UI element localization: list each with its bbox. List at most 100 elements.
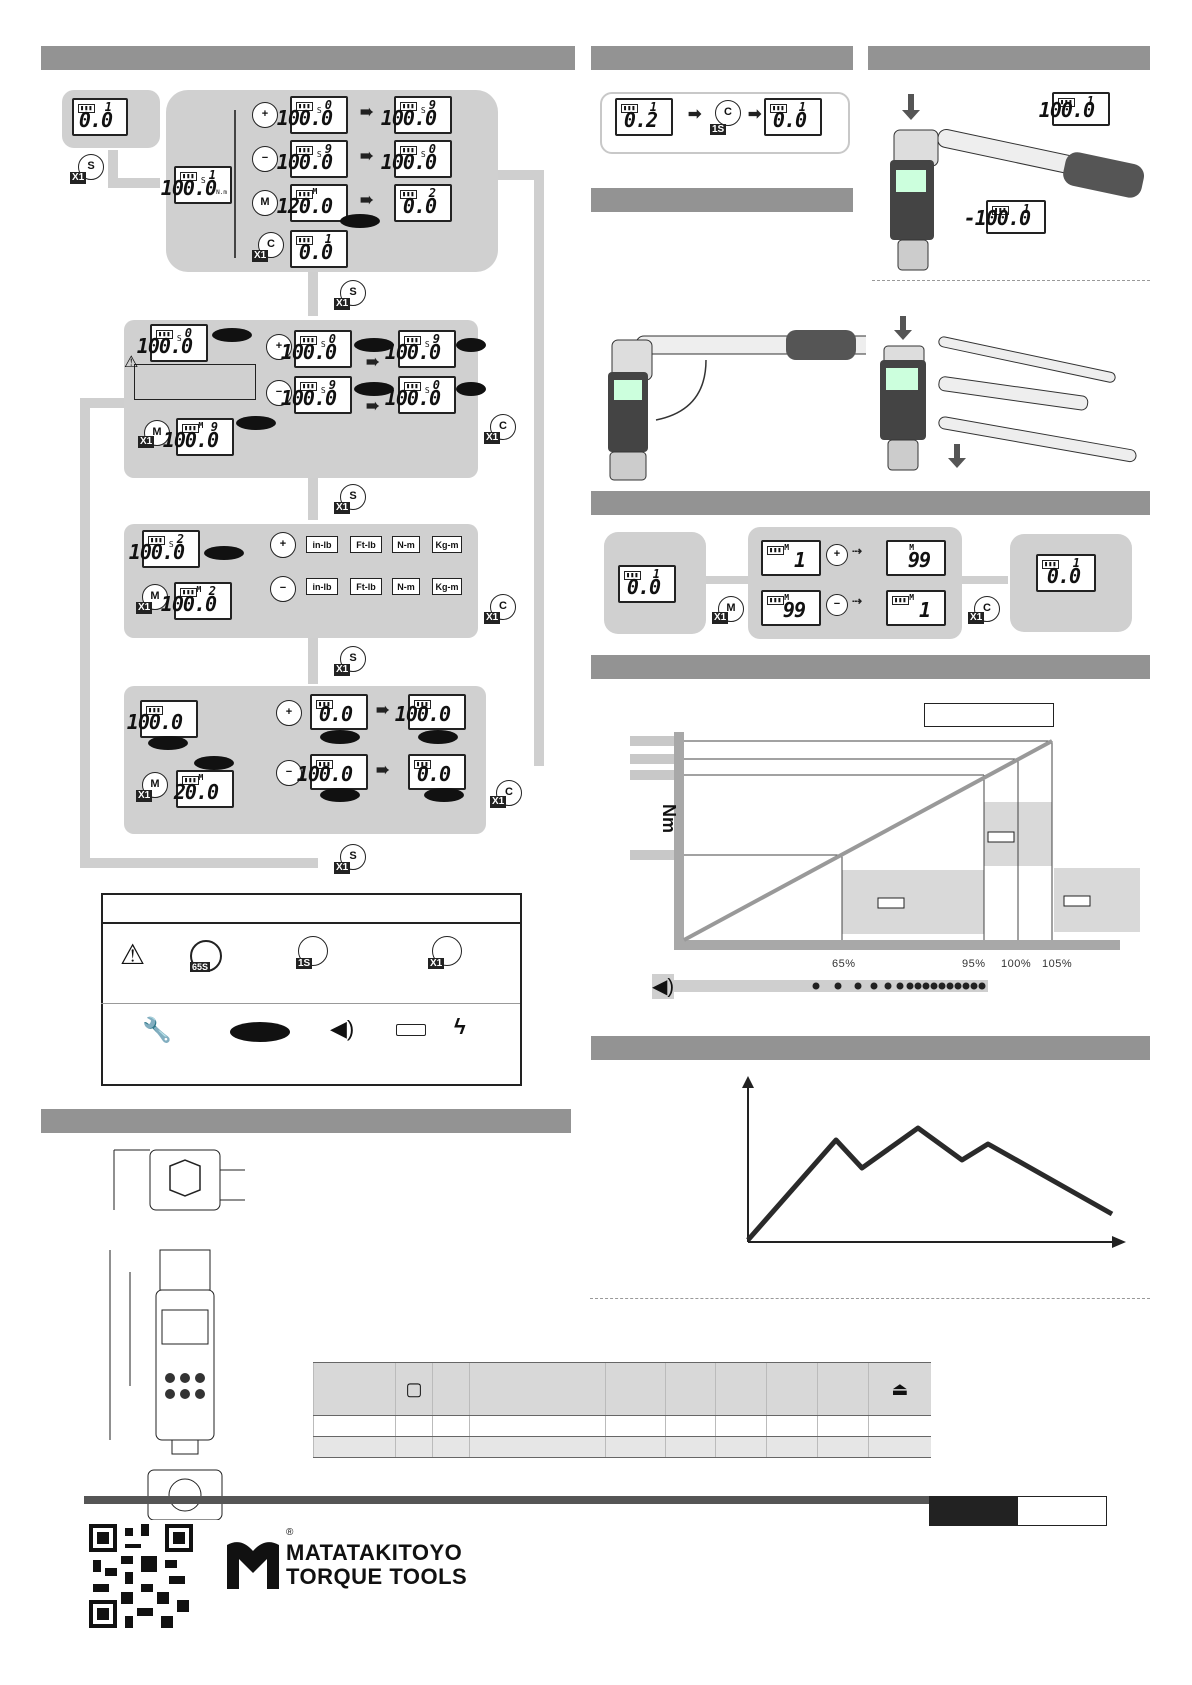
warning-icon: ⚠	[120, 939, 146, 970]
unit-in-lb: in-lb	[306, 578, 338, 595]
clear-button[interactable]: C	[715, 100, 741, 126]
lcd-step4-minus: ▮▮▮100.0	[297, 754, 368, 790]
plus-button[interactable]: +	[270, 532, 296, 558]
dimension-drawing	[109, 1149, 245, 1520]
return-line	[534, 170, 544, 766]
section-header-zero	[868, 46, 1150, 70]
flash-burst-icon	[148, 736, 188, 750]
plus-button[interactable]: +	[826, 544, 848, 566]
arrow-right: ➡	[688, 106, 702, 123]
flow-arrow	[108, 150, 118, 182]
footer-tab-dark	[929, 1496, 1017, 1526]
wrench-hand-icon: 🔧	[142, 1017, 172, 1044]
arrow-right: ⇢	[852, 544, 863, 558]
flow-arrow	[706, 576, 748, 584]
press-once-badge: X1	[968, 612, 985, 624]
press-once-badge: X1	[334, 862, 351, 874]
flow-connector	[308, 638, 318, 684]
press-once-badge: X1	[70, 172, 87, 184]
buzzer-icon: ◀)	[330, 1016, 355, 1041]
plus-button[interactable]: +	[252, 102, 278, 128]
warning-note-box	[134, 364, 256, 400]
return-line	[498, 170, 538, 180]
flash-burst-icon	[236, 416, 276, 430]
torque-adapter-wrench-image	[608, 330, 866, 481]
lcd-index: 1	[104, 100, 112, 114]
section-header-peak	[591, 1036, 1150, 1060]
buzzer-beeps	[812, 982, 986, 990]
flash-burst-icon	[194, 756, 234, 770]
vibration-icon: ϟ	[454, 1014, 466, 1039]
press-once-badge: X1	[712, 612, 729, 624]
alarm-chart	[630, 732, 1140, 950]
spec-table: ▢ ⏏	[313, 1362, 931, 1458]
clear-button[interactable]: C	[496, 780, 522, 806]
flash-burst-icon	[320, 788, 360, 802]
memory-button[interactable]: M	[252, 190, 278, 216]
plus-button[interactable]: +	[276, 700, 302, 726]
zero-check-wrench-image	[890, 94, 1145, 271]
footer-tab-light	[1017, 1496, 1107, 1526]
warning-icon: ⚠	[124, 354, 139, 371]
minus-button[interactable]: −	[270, 576, 296, 602]
press-once-badge: X1	[490, 796, 507, 808]
set-button[interactable]: S	[340, 844, 366, 870]
minus-button[interactable]: −	[266, 380, 292, 406]
flash-burst-icon	[320, 730, 360, 744]
arrow-right: ➠	[376, 702, 390, 719]
x-tick-105: 105%	[1042, 958, 1073, 970]
plus-button[interactable]: +	[266, 334, 292, 360]
dashed-divider	[872, 280, 1150, 281]
peak-chart	[742, 1076, 1126, 1248]
weight-icon: ⏏	[867, 1362, 931, 1416]
x-tick-65: 65%	[832, 958, 856, 970]
adapter-tools-image	[880, 316, 1137, 471]
press-once-badge: X1	[136, 602, 153, 614]
legend-divider	[101, 1003, 520, 1004]
hold-label: 1S	[710, 124, 727, 135]
arrow-right: ➠	[360, 148, 374, 165]
section-header-reset	[591, 46, 853, 70]
minus-button[interactable]: −	[276, 760, 302, 786]
press-once-badge: X1	[484, 432, 501, 444]
arrow-right: ➡	[748, 106, 762, 123]
press-once-badge: X1	[252, 250, 269, 262]
press-once-label: X1	[428, 958, 445, 969]
footer-bar	[84, 1496, 930, 1504]
unit-ft-lb: Ft-lb	[350, 578, 382, 595]
flash-burst-icon	[418, 730, 458, 744]
registered-mark: ®	[286, 1527, 294, 1538]
unit-n-m: N-m	[392, 536, 420, 553]
section-header-angle	[591, 188, 853, 212]
unit-n-m: N-m	[392, 578, 420, 595]
spec-header-cell	[816, 1362, 869, 1416]
unit-in-lb: in-lb	[306, 536, 338, 553]
lcd-step4-plus-after: ▮▮▮100.0	[395, 694, 466, 730]
press-once-icon	[432, 936, 462, 966]
lcd-zero-negative: ▮▮▮1-100.0	[964, 200, 1046, 234]
arrow-right: ➠	[366, 354, 380, 371]
lcd-clear: ▮▮▮1 0.0	[290, 230, 348, 268]
clear-button[interactable]: C	[490, 414, 516, 440]
press-once-badge: X1	[138, 436, 155, 448]
spec-header-cell	[468, 1362, 606, 1416]
section-header-alarm	[591, 655, 1150, 679]
flash-burst-icon	[230, 1022, 290, 1042]
lcd-step4-minus-after: ▮▮▮0.0	[408, 754, 466, 790]
flash-burst-icon	[204, 546, 244, 560]
minus-button[interactable]: −	[826, 594, 848, 616]
lcd-step4: ▮▮▮100.0	[127, 700, 198, 738]
brand-name-line1: MATATAKITOYO	[286, 1540, 463, 1565]
minus-button[interactable]: −	[252, 146, 278, 172]
